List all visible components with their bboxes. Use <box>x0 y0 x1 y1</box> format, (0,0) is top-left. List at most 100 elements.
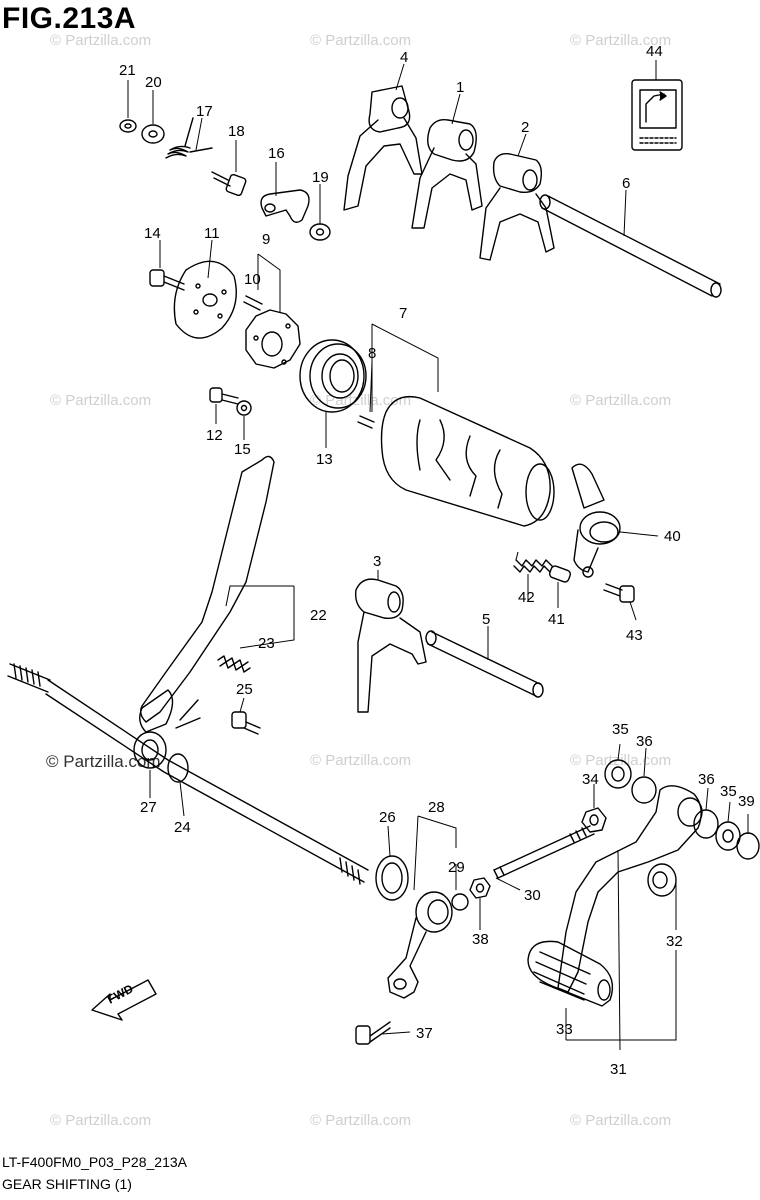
callout-38: 38 <box>472 931 489 948</box>
callout-7: 7 <box>399 305 407 322</box>
washer-part <box>309 223 331 241</box>
watermark: © Partzilla.com <box>570 32 672 49</box>
bolt-part <box>211 171 247 197</box>
nut-part <box>469 877 491 899</box>
callout-27: 27 <box>140 799 157 816</box>
callout-5: 5 <box>482 611 490 628</box>
gearshift-pedal-part <box>557 785 703 993</box>
shift-fork-part <box>354 578 427 713</box>
callout-35: 35 <box>720 783 737 800</box>
bolt-part <box>603 583 635 603</box>
gearshift-cam-drum-part <box>380 395 555 527</box>
pin-part <box>357 415 375 429</box>
callout-35: 35 <box>612 721 629 738</box>
callout-22: 22 <box>310 607 327 624</box>
callout-3: 3 <box>373 553 381 570</box>
callout-31: 31 <box>610 1061 627 1078</box>
stopper-part <box>245 309 301 369</box>
callout-26: 26 <box>379 809 396 826</box>
callout-14: 14 <box>144 225 161 242</box>
callout-41: 41 <box>548 611 565 628</box>
callout-12: 12 <box>206 427 223 444</box>
callout-44: 44 <box>646 43 663 60</box>
circlip-part <box>736 832 760 860</box>
callout-4: 4 <box>400 49 408 66</box>
watermark: © Partzilla.com <box>310 1112 412 1129</box>
callout-13: 13 <box>316 451 333 468</box>
nut-part <box>119 119 137 133</box>
callout-6: 6 <box>622 175 630 192</box>
callout-30: 30 <box>524 887 541 904</box>
spring-part <box>513 559 553 573</box>
callout-39: 39 <box>738 793 755 810</box>
pin-part <box>548 565 572 583</box>
cam-plate-part <box>173 260 237 339</box>
gear-position-sensor-part <box>571 463 621 578</box>
callout-9: 9 <box>262 231 270 248</box>
callout-32: 32 <box>666 933 683 950</box>
pin-part <box>243 295 263 311</box>
callout-36: 36 <box>636 733 653 750</box>
gearshift-arm-part <box>139 455 275 733</box>
callout-labels: 21 20 17 18 16 19 4 1 2 6 44 14 11 9 10 … <box>119 43 755 1078</box>
callout-36: 36 <box>698 771 715 788</box>
warning-label-part <box>631 79 683 151</box>
callout-29: 29 <box>448 859 465 876</box>
drawing-code: LT-F400FM0_P03_P28_213A <box>2 1154 187 1170</box>
watermark: © Partzilla.com <box>50 1112 152 1129</box>
watermark: © Partzilla.com <box>46 752 161 771</box>
washer-part <box>604 759 632 789</box>
watermark: © Partzilla.com <box>310 32 412 49</box>
rod-part <box>493 825 595 879</box>
watermark: © Partzilla.com <box>310 752 412 769</box>
callout-34: 34 <box>582 771 599 788</box>
watermark: © Partzilla.com <box>570 392 672 409</box>
callout-10: 10 <box>244 271 261 288</box>
washer-part <box>236 400 252 416</box>
callout-25: 25 <box>236 681 253 698</box>
fwd-arrow-label: FWD <box>105 981 136 1006</box>
callout-15: 15 <box>234 441 251 458</box>
figure-title: FIG.213A <box>2 2 137 35</box>
exploded-parts-diagram: 21 20 17 18 16 19 4 1 2 6 44 14 11 9 10 … <box>7 43 760 1078</box>
pedal-rubber-part <box>527 940 614 1007</box>
watermark: © Partzilla.com <box>310 392 412 409</box>
gearshift-shaft-part <box>7 663 369 885</box>
callout-11: 11 <box>204 225 220 242</box>
spring-part <box>165 117 213 159</box>
watermark: © Partzilla.com <box>570 1112 672 1129</box>
bearing-part <box>299 339 367 413</box>
callout-33: 33 <box>556 1021 573 1038</box>
shift-fork-shaft-part <box>425 630 544 698</box>
bolt-part <box>355 1021 391 1045</box>
callout-42: 42 <box>518 589 535 606</box>
forward-direction-arrow <box>91 979 157 1021</box>
figure-caption: GEAR SHIFTING (1) <box>2 1176 132 1192</box>
callout-1: 1 <box>456 79 464 96</box>
callout-16: 16 <box>268 145 285 162</box>
shift-fork-shaft-part <box>539 194 722 298</box>
callout-8: 8 <box>368 345 376 362</box>
shift-fork-part <box>479 152 555 261</box>
circlip-part <box>693 809 719 839</box>
shift-fork-part <box>343 85 423 211</box>
callout-40: 40 <box>664 528 681 545</box>
callout-19: 19 <box>312 169 329 186</box>
bolt-part <box>231 711 261 735</box>
callout-23: 23 <box>258 635 275 652</box>
shift-fork-part <box>411 118 483 229</box>
bolt-part <box>209 387 239 405</box>
callout-18: 18 <box>228 123 245 140</box>
washer-part <box>141 124 165 144</box>
leader-lines <box>127 60 749 1051</box>
callout-43: 43 <box>626 627 643 644</box>
callout-17: 17 <box>196 103 213 120</box>
watermark: © Partzilla.com <box>50 32 152 49</box>
spring-part <box>217 655 251 673</box>
link-arm-part <box>387 891 469 999</box>
callout-20: 20 <box>145 74 162 91</box>
callout-2: 2 <box>521 119 529 136</box>
callout-24: 24 <box>174 819 191 836</box>
callout-28: 28 <box>428 799 445 816</box>
bracket-part <box>260 189 310 223</box>
